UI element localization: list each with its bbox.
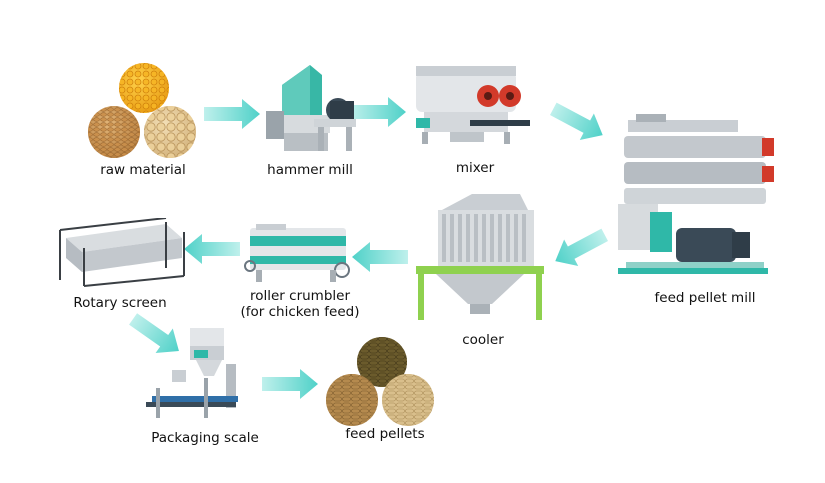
feed-pellets-image (326, 337, 434, 426)
arrow-crumbler-to-rotary (184, 234, 240, 264)
packaging-scale-label: Packaging scale (151, 430, 259, 446)
feed-pellet-mill-image (618, 114, 774, 274)
raw-material-image (88, 63, 196, 158)
arrow-hammer-to-mixer (350, 97, 406, 127)
feed-pellets-label: feed pellets (345, 426, 425, 442)
arrow-rotary-to-packaging (129, 313, 179, 354)
cooler-image (416, 194, 544, 320)
rotary-screen-label: Rotary screen (73, 295, 167, 311)
arrow-pellet-mill-to-cooler (555, 228, 609, 266)
rotary-screen-image (59, 218, 185, 287)
hammer-mill-image (266, 65, 356, 151)
roller-crumbler-image (244, 224, 350, 282)
raw-material-label: raw material (100, 162, 186, 178)
cooler-label: cooler (462, 332, 504, 348)
mixer-label: mixer (455, 160, 495, 176)
mixer-image (416, 66, 530, 144)
arrow-mixer-to-pellet-mill (549, 102, 603, 140)
packaging-scale-image (146, 328, 238, 418)
feed-pellet-mill-label: feed pellet mill (654, 290, 756, 306)
arrow-cooler-to-crumbler (352, 242, 408, 272)
arrow-packaging-to-pellets (262, 369, 318, 399)
hammer-mill-label: hammer mill (267, 162, 353, 178)
arrow-raw-to-hammer (204, 99, 260, 129)
roller-crumbler-sublabel: (for chicken feed) (240, 304, 360, 320)
roller-crumbler-label: roller crumbler (249, 288, 351, 304)
